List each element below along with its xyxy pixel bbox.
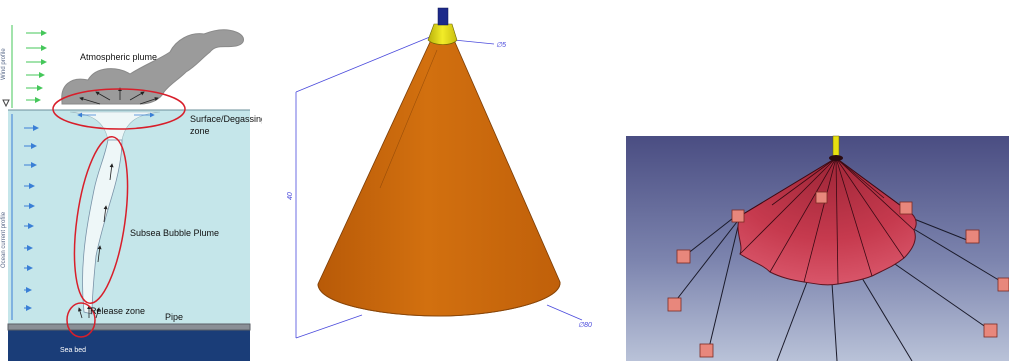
plume-flow-arrows bbox=[77, 87, 159, 319]
seabed-label: Sea bed bbox=[60, 347, 86, 354]
umbrella-stem bbox=[832, 135, 840, 157]
wind-profile-label: Wind profile bbox=[1, 48, 7, 80]
cone-model: ∅5 40 ∅80 bbox=[262, 0, 622, 361]
umbrella-model bbox=[622, 0, 1009, 361]
plume-diagram: Wind profile Ocean current profile bbox=[0, 0, 262, 361]
surface-zone-label: Surface/Degassing bbox=[190, 114, 262, 124]
plume-diagram-svg: Wind profile Ocean current profile bbox=[1, 25, 262, 361]
subsea-bubble-plume bbox=[82, 139, 123, 315]
pipe bbox=[7, 323, 251, 331]
base-diameter-dimension: ∅80 bbox=[578, 322, 592, 329]
surface-zone-label-line2: zone bbox=[190, 126, 210, 136]
canopy-ribs bbox=[739, 157, 915, 285]
atmospheric-plume-label: Atmospheric plume bbox=[80, 52, 157, 62]
atmospheric-plume-shape bbox=[61, 29, 244, 105]
height-dimension: 40 bbox=[287, 192, 294, 200]
umbrella-hub bbox=[829, 155, 843, 161]
surface-zone-highlight bbox=[52, 88, 186, 130]
surface-marker-icon bbox=[2, 99, 10, 108]
bubble-plume-highlight bbox=[73, 136, 129, 304]
release-zone-label: Release zone bbox=[90, 306, 145, 316]
pipe-label: Pipe bbox=[165, 312, 183, 322]
dimension-lines bbox=[295, 31, 583, 339]
release-zone-highlight bbox=[66, 302, 96, 338]
cone-collar bbox=[427, 23, 458, 45]
anchor-blocks bbox=[667, 191, 1009, 358]
cone-pipe bbox=[437, 7, 449, 26]
sea-water bbox=[8, 110, 250, 330]
seabed bbox=[8, 330, 250, 361]
cone-model-svg: ∅5 40 ∅80 bbox=[287, 7, 592, 339]
mooring-lines bbox=[673, 214, 1003, 361]
umbrella-model-svg bbox=[626, 135, 1009, 361]
current-profile-label: Ocean current profile bbox=[1, 211, 7, 268]
bubble-plume-label: Subsea Bubble Plume bbox=[130, 228, 219, 238]
cone-body bbox=[317, 39, 561, 317]
wind-profile-arrows bbox=[11, 25, 47, 108]
top-diameter-dimension: ∅5 bbox=[496, 42, 506, 49]
current-profile-arrows bbox=[11, 114, 39, 320]
